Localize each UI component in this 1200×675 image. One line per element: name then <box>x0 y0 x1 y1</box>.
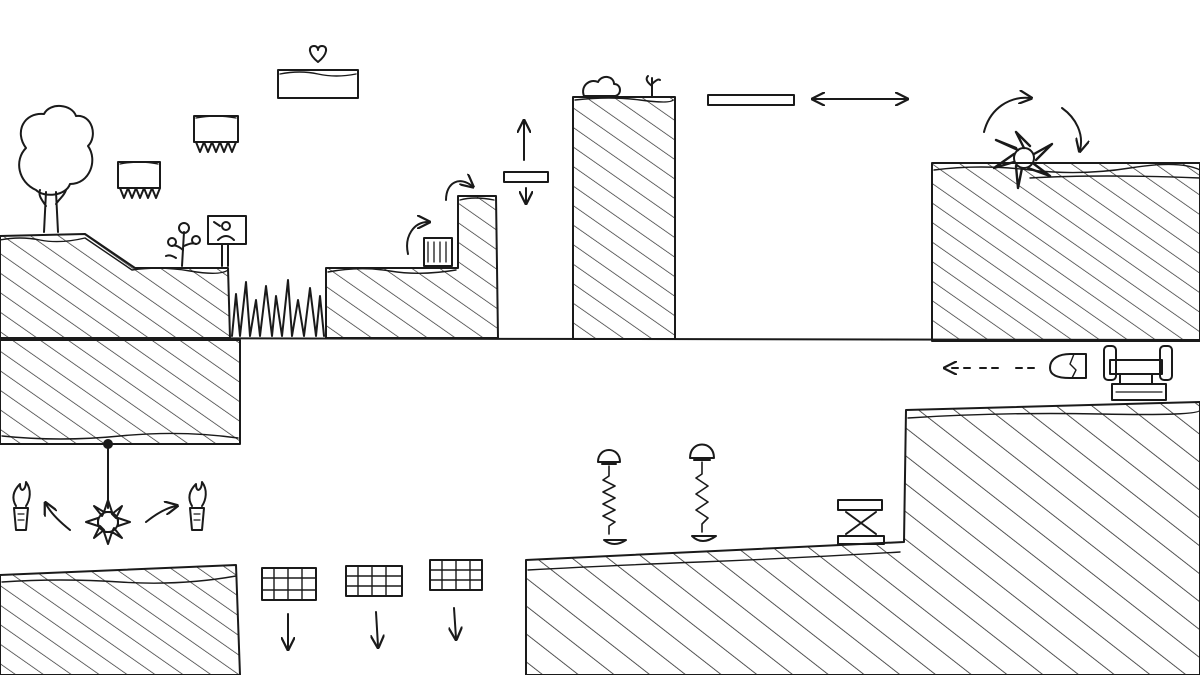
torch-icon <box>188 481 207 531</box>
grate-icon[interactable] <box>429 559 483 638</box>
left-hill-terrain <box>0 233 231 339</box>
scissor-lift-icon[interactable] <box>837 499 885 545</box>
spring-icon[interactable] <box>597 449 627 545</box>
sprout-icon <box>645 75 661 97</box>
bullet-icon <box>946 353 1087 378</box>
horizontal-moving-platform[interactable] <box>707 95 906 106</box>
spiked-block-icon <box>117 161 161 199</box>
tall-pillar-terrain <box>572 96 676 340</box>
lower-left-ceiling-terrain <box>0 339 241 445</box>
middle-ground-terrain <box>325 195 499 339</box>
saw-blade-icon <box>983 98 1081 190</box>
spikes-icon <box>231 279 325 337</box>
cannon-icon <box>1103 345 1173 401</box>
spike-ball-icon <box>46 439 176 545</box>
lower-left-floor-terrain <box>0 564 241 675</box>
crate-icon[interactable] <box>423 237 453 267</box>
spiked-block-icon <box>193 115 239 153</box>
right-plateau-terrain <box>931 162 1200 342</box>
flower-icon <box>165 222 201 267</box>
lower-right-floor-terrain <box>525 401 1200 675</box>
grate-icon[interactable] <box>345 565 403 646</box>
floating-platform[interactable] <box>277 69 359 99</box>
grate-icon[interactable] <box>261 567 317 648</box>
heart-icon[interactable] <box>308 45 328 63</box>
tree-icon <box>18 105 94 233</box>
torch-icon <box>12 481 31 531</box>
bush-icon <box>582 76 621 97</box>
spring-icon[interactable] <box>689 443 717 542</box>
jump-arrow-icon <box>406 181 472 255</box>
vertical-moving-platform[interactable] <box>503 122 549 202</box>
floor-divider-line <box>0 337 1200 341</box>
signpost-icon[interactable] <box>207 215 247 267</box>
